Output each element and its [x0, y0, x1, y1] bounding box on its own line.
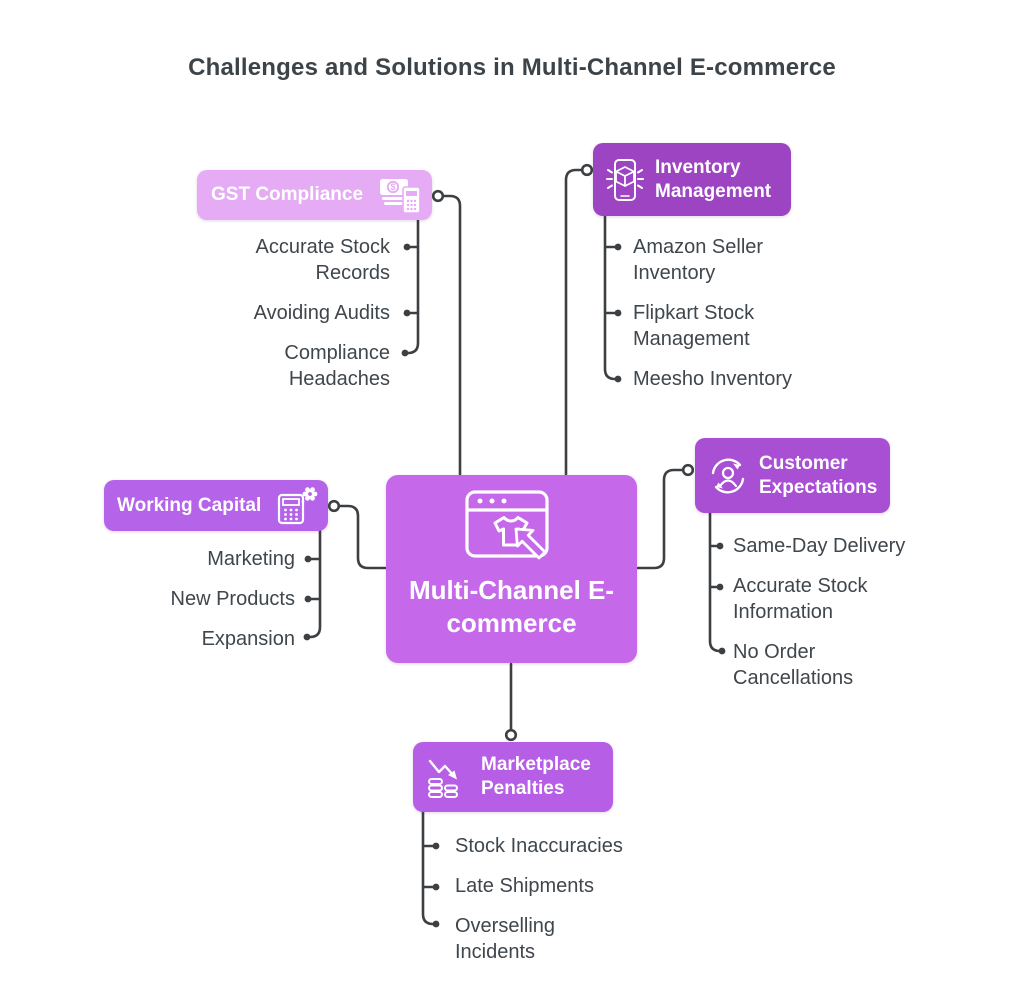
marketplace-penalties-list: Stock Inaccuracies Late Shipments Overse…: [455, 833, 633, 965]
list-item: Meesho Inventory: [633, 368, 792, 390]
declining-sales-coins-icon: [425, 756, 471, 798]
spine-marketplace-list: [421, 810, 436, 926]
spine-customer-list: [708, 511, 722, 653]
junction-dot-marketplace: [504, 728, 518, 742]
branch-node-inventory-management: Inventory Management: [593, 143, 791, 216]
list-item: New Products: [170, 588, 296, 610]
calculator-gear-icon: [274, 485, 320, 527]
gst-node-label: GST Compliance: [211, 184, 364, 205]
svg-text:$: $: [390, 182, 395, 192]
central-node: Multi-Channel E-commerce: [386, 475, 637, 663]
list-item: Overselling Incidents: [455, 915, 556, 963]
working-capital-node-label: Working Capital: [117, 494, 262, 516]
list-item: Accurate Stock Information: [733, 575, 868, 623]
list-item: Stock Inaccuracies: [455, 835, 623, 857]
list-item: Compliance Headaches: [284, 342, 390, 390]
inventory-management-list: Amazon Seller Inventory Flipkart Stock M…: [633, 234, 808, 392]
customer-cycle-icon: [705, 453, 751, 499]
central-node-label: Multi-Channel E-commerce: [408, 575, 615, 638]
branch-node-gst-compliance: GST Compliance $: [197, 170, 432, 220]
customer-node-label: Customer Expectations: [759, 452, 878, 498]
connector-gst-center: [441, 194, 462, 476]
junction-dot-working: [327, 499, 341, 513]
branch-node-marketplace-penalties: Marketplace Penalties: [413, 742, 613, 812]
junction-dot-gst: [431, 189, 445, 203]
list-item: Avoiding Audits: [253, 302, 390, 324]
list-item: Accurate Stock Records: [255, 236, 390, 284]
list-item: Amazon Seller Inventory: [633, 236, 764, 284]
money-bills-calculator-icon: $: [377, 175, 423, 215]
page-title: Challenges and Solutions in Multi-Channe…: [188, 54, 836, 81]
customer-expectations-list: Same-Day Delivery Accurate Stock Informa…: [733, 533, 923, 691]
ecommerce-browser-cursor-icon: [462, 488, 562, 572]
list-item: Marketing: [207, 548, 295, 570]
branch-node-working-capital: Working Capital: [104, 480, 328, 531]
connector-center-customer: [636, 468, 684, 570]
connector-working-center: [338, 504, 387, 570]
spine-working-list: [308, 529, 322, 639]
list-item: No Order Cancellations: [733, 641, 854, 689]
inventory-node-label: Inventory Management: [655, 156, 772, 202]
connector-inventory-center: [564, 168, 584, 476]
spine-gst-list: [405, 218, 420, 355]
list-item: Expansion: [201, 628, 295, 650]
gst-compliance-list: Accurate Stock Records Avoiding Audits C…: [215, 234, 390, 392]
spine-inventory-list: [603, 214, 618, 381]
phone-package-scan-icon: [605, 157, 645, 203]
junction-dot-inventory: [580, 163, 594, 177]
working-capital-list: Marketing New Products Expansion: [115, 546, 296, 652]
branch-node-customer-expectations: Customer Expectations: [695, 438, 890, 513]
list-item: Same-Day Delivery: [733, 535, 906, 557]
list-item: Flipkart Stock Management: [633, 302, 755, 350]
junction-dot-customer: [681, 463, 695, 477]
list-item: Late Shipments: [455, 875, 594, 897]
marketplace-node-label: Marketplace Penalties: [481, 754, 591, 799]
